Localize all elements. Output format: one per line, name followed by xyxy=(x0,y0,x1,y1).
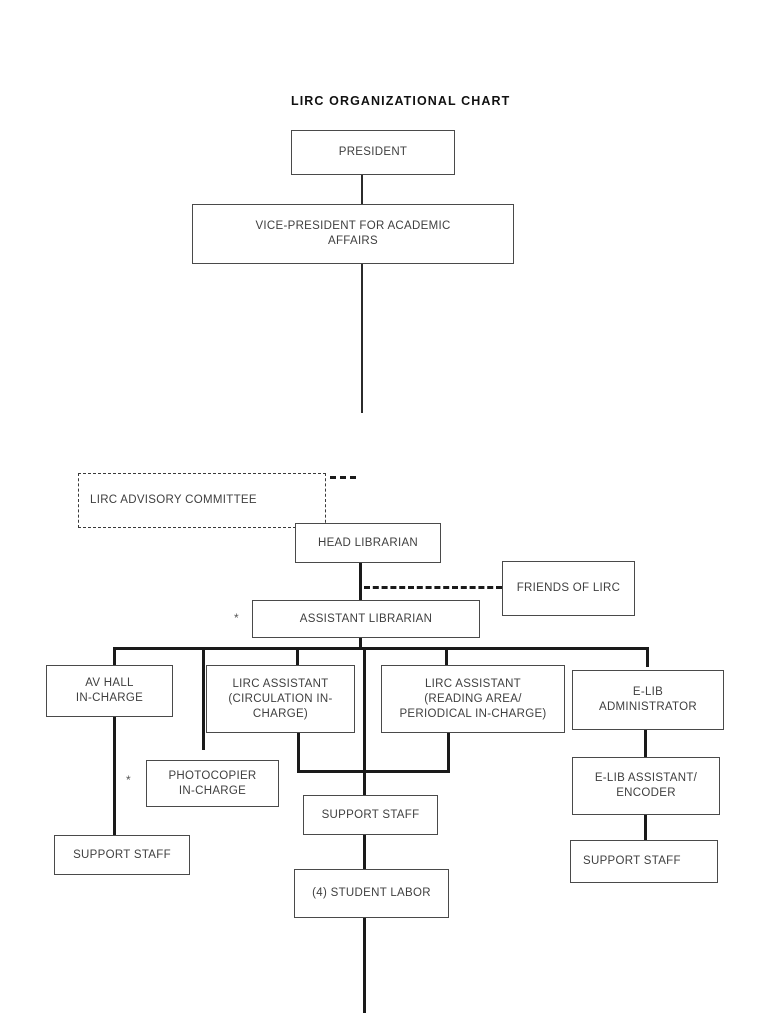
asterisk-marker-photocopier: * xyxy=(126,773,131,787)
asterisk-marker-assistant-librarian: * xyxy=(234,611,239,625)
edge-head-librarian-to-friends xyxy=(364,586,502,589)
edge-av-hall-to-support-left xyxy=(113,717,116,837)
edge-circulation-down xyxy=(297,733,300,772)
edge-bus-drop-av-hall xyxy=(113,647,116,667)
node-president-label: PRESIDENT xyxy=(338,146,408,158)
node-head-librarian-label: HEAD LIBRARIAN xyxy=(317,536,419,549)
node-elib-assistant-encoder[interactable]: E-LIB ASSISTANT/ ENCODER xyxy=(572,757,720,815)
edge-reading-down xyxy=(447,733,450,773)
edge-support-center-to-student-labor xyxy=(363,835,366,870)
node-lirc-assistant-reading-area[interactable]: LIRC ASSISTANT (READING AREA/ PERIODICAL… xyxy=(381,665,565,733)
edge-elib-admin-to-assistant xyxy=(644,730,647,757)
node-head-librarian[interactable]: HEAD LIBRARIAN xyxy=(295,523,441,563)
edge-head-to-assistant xyxy=(359,563,362,604)
edge-bus-drop-photocopier xyxy=(202,647,205,750)
node-photocopier-in-charge[interactable]: PHOTOCOPIER IN-CHARGE xyxy=(146,760,279,807)
edge-president-to-vp xyxy=(361,174,363,205)
node-lirc-advisory-committee[interactable]: LIRC ADVISORY COMMITTEE xyxy=(78,473,326,528)
node-elib-administrator-label: E-LIB ADMINISTRATOR xyxy=(598,686,698,713)
node-support-staff-right-label: SUPPORT STAFF xyxy=(583,855,681,867)
edge-bus-drop-lirc-reading xyxy=(445,647,448,667)
node-support-staff-right[interactable]: SUPPORT STAFF xyxy=(570,840,718,883)
node-vice-president-label: VICE-PRESIDENT FOR ACADEMIC AFFAIRS xyxy=(255,220,451,247)
node-support-staff-left[interactable]: SUPPORT STAFF xyxy=(54,835,190,875)
node-student-labor-label: (4) STUDENT LABOR xyxy=(312,887,431,899)
page-title: LIRC ORGANIZATIONAL CHART xyxy=(291,94,511,108)
node-photocopier-label: PHOTOCOPIER IN-CHARGE xyxy=(168,769,257,797)
node-elib-assistant-label: E-LIB ASSISTANT/ ENCODER xyxy=(594,772,698,799)
node-lirc-circulation-label: LIRC ASSISTANT (CIRCULATION IN- CHARGE) xyxy=(228,677,333,720)
edge-assistant-to-bus xyxy=(359,638,362,650)
node-president[interactable]: PRESIDENT xyxy=(291,130,455,175)
node-assistant-librarian[interactable]: ASSISTANT LIBRARIAN xyxy=(252,600,480,638)
node-advisory-label: LIRC ADVISORY COMMITTEE xyxy=(90,494,257,506)
node-lirc-assistant-circulation[interactable]: LIRC ASSISTANT (CIRCULATION IN- CHARGE) xyxy=(206,665,355,733)
node-av-hall-in-charge[interactable]: AV HALL IN-CHARGE xyxy=(46,665,173,717)
node-support-staff-center[interactable]: SUPPORT STAFF xyxy=(303,795,438,835)
node-elib-administrator[interactable]: E-LIB ADMINISTRATOR xyxy=(572,670,724,730)
node-support-staff-left-label: SUPPORT STAFF xyxy=(73,848,171,861)
edge-bus-drop-elib-admin xyxy=(646,647,649,667)
node-friends-label: FRIENDS OF LIRC xyxy=(516,582,621,594)
node-vice-president[interactable]: VICE-PRESIDENT FOR ACADEMIC AFFAIRS xyxy=(192,204,514,264)
edge-advisory-to-head-librarian xyxy=(330,476,356,479)
node-lirc-reading-label: LIRC ASSISTANT (READING AREA/ PERIODICAL… xyxy=(399,677,547,720)
node-assistant-librarian-label: ASSISTANT LIBRARIAN xyxy=(299,612,433,625)
edge-elib-assistant-to-support-right xyxy=(644,815,647,841)
node-student-labor[interactable]: (4) STUDENT LABOR xyxy=(294,869,449,918)
edge-center-spine-upper xyxy=(363,650,366,795)
edge-vp-downward xyxy=(361,263,363,413)
edge-center-spine-lower xyxy=(363,918,366,1013)
edge-bus-drop-lirc-circulation xyxy=(296,647,299,667)
edge-lower-bus-horizontal xyxy=(297,770,450,773)
node-av-hall-label: AV HALL IN-CHARGE xyxy=(75,677,144,704)
node-support-staff-center-label: SUPPORT STAFF xyxy=(321,808,420,821)
edge-bus-horizontal-level4 xyxy=(113,647,649,650)
node-friends-of-lirc[interactable]: FRIENDS OF LIRC xyxy=(502,561,635,616)
